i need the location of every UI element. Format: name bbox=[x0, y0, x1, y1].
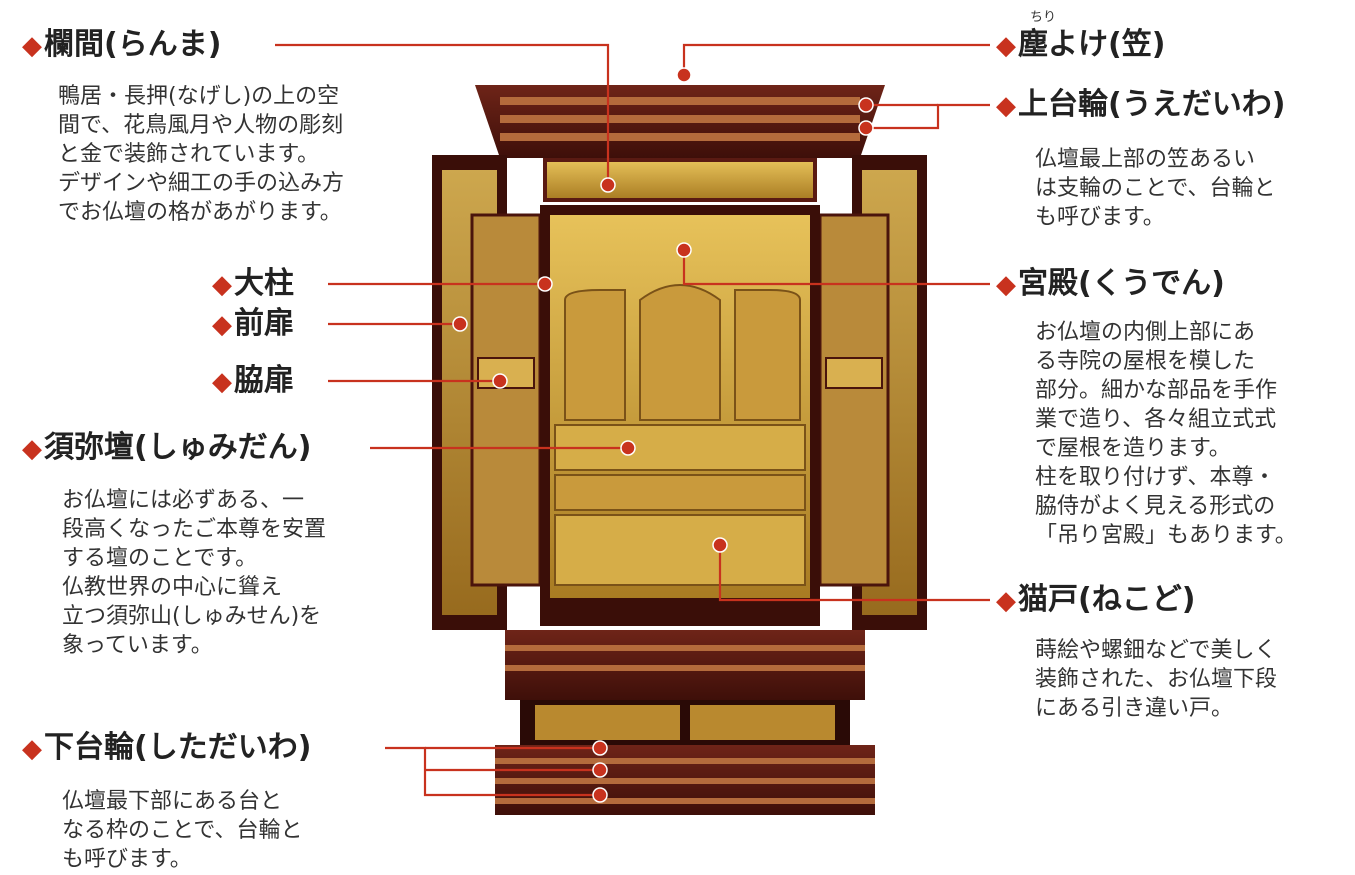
kasa-roof bbox=[475, 85, 885, 202]
diamond-icon: ◆ bbox=[212, 310, 232, 340]
leader-lines bbox=[275, 43, 990, 797]
label-kuden: ◆宮殿(くうでん) bbox=[996, 266, 1225, 301]
diamond-icon: ◆ bbox=[212, 270, 232, 300]
desc-ranma: 鴨居・長押(なげし)の上の空 間で、花鳥風月や人物の彫刻 と金で装飾されています… bbox=[58, 84, 345, 225]
diamond-icon: ◆ bbox=[22, 31, 42, 61]
label-shumidan: ◆須弥壇(しゅみだん) bbox=[22, 430, 312, 465]
diamond-icon: ◆ bbox=[996, 91, 1016, 121]
doors bbox=[432, 155, 927, 630]
desc-nekodo: 蒔絵や螺鈿などで美しく 装飾された、お仏壇下段 にある引き違い戸。 bbox=[1035, 638, 1278, 721]
lower-base bbox=[495, 630, 875, 815]
diamond-icon: ◆ bbox=[212, 367, 232, 397]
label-maetobira: ◆前扉 bbox=[212, 306, 294, 341]
label-ohashira: ◆大柱 bbox=[212, 266, 294, 301]
label-uedaiwa: ◆上台輪(うえだいわ) bbox=[996, 87, 1286, 122]
diamond-icon: ◆ bbox=[22, 434, 42, 464]
desc-shumidan: お仏壇には必ずある、一 段高くなったご本尊を安置 する壇のことです。 仏教世界の… bbox=[62, 488, 327, 658]
label-ranma: ◆欄間(らんま) bbox=[22, 27, 222, 62]
diamond-icon: ◆ bbox=[996, 586, 1016, 616]
desc-uedaiwa: 仏壇最上部の笠あるい は支輪のことで、台輪と も呼びます。 bbox=[1035, 147, 1276, 230]
ruby-chiri: ちり bbox=[1030, 10, 1057, 25]
callout-dots bbox=[452, 67, 874, 803]
label-nekodo: ◆猫戸(ねこど) bbox=[996, 582, 1196, 617]
desc-kuden: お仏壇の内側上部にあ る寺院の屋根を模した 部分。細かな部品を手作 業で造り、各… bbox=[1035, 320, 1297, 548]
desc-shitadaiwa: 仏壇最下部にある台と なる枠のことで、台輪と も呼びます。 bbox=[62, 789, 303, 872]
label-shitadaiwa: ◆下台輪(しただいわ) bbox=[22, 730, 312, 765]
label-wakitobira: ◆脇扉 bbox=[212, 363, 294, 398]
shrine-interior bbox=[540, 205, 820, 626]
diamond-icon: ◆ bbox=[22, 734, 42, 764]
diamond-icon: ◆ bbox=[996, 31, 1016, 61]
diamond-icon: ◆ bbox=[996, 270, 1016, 300]
label-chiriyoke: ◆塵よけ(笠) bbox=[996, 27, 1166, 62]
